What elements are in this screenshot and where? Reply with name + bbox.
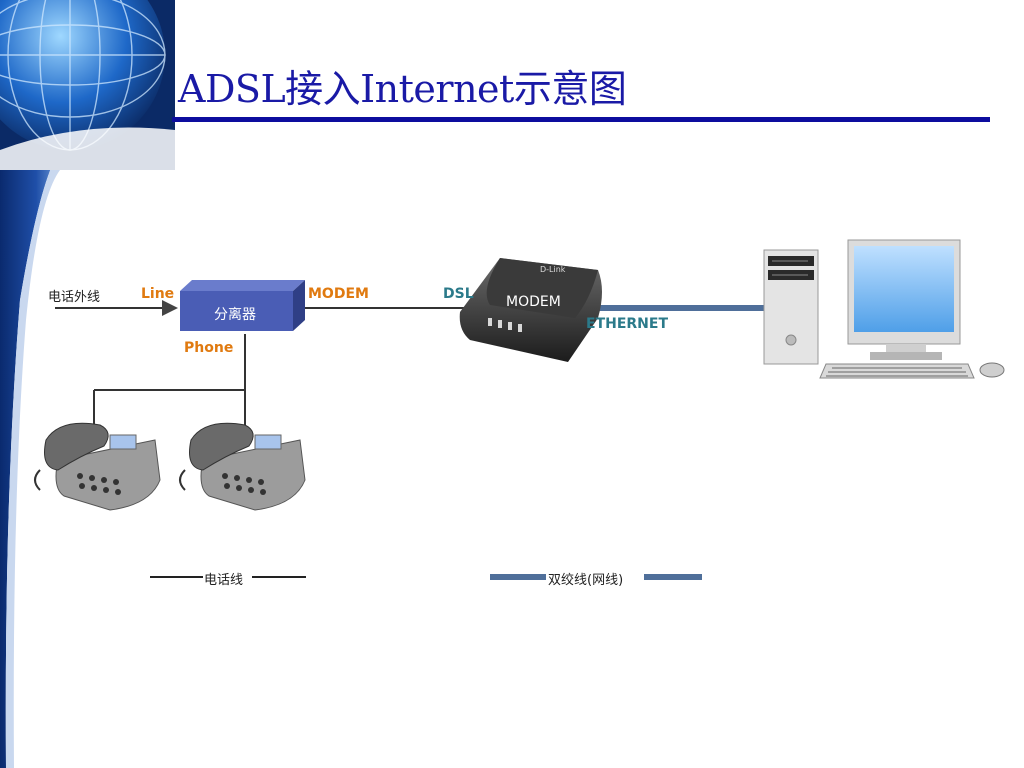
slide-title: ADSL接入Internet示意图 <box>178 67 627 111</box>
phone-wires <box>55 300 468 440</box>
ethernet-label: ETHERNET <box>586 316 669 332</box>
splitter-phone-port-label: Phone <box>184 340 234 356</box>
legend-twisted-pair-label: 双绞线(网线) <box>548 573 624 588</box>
globe-icon <box>0 0 175 170</box>
ethernet-cable <box>598 305 764 311</box>
mouse-icon <box>979 362 1005 378</box>
monitor-icon <box>847 239 961 360</box>
modem-icon: D-Link <box>459 258 602 362</box>
splitter-label: 分离器 <box>214 307 256 323</box>
legend-phone-line-label: 电话线 <box>204 573 244 588</box>
keyboard-icon <box>819 363 975 379</box>
splitter-line-port-label: Line <box>141 286 175 302</box>
modem-label: MODEM <box>506 294 561 310</box>
pc-tower-icon <box>763 249 819 365</box>
splitter-box <box>180 280 305 331</box>
telephone-icon <box>34 422 161 511</box>
sidebar-band <box>0 150 60 768</box>
legend-twisted-pair-sample <box>490 574 702 580</box>
svg-text:D-Link: D-Link <box>540 265 566 274</box>
splitter-modem-port-label: MODEM <box>308 286 369 302</box>
modem-dsl-port-label: DSL <box>443 286 474 302</box>
title-underline <box>172 117 990 122</box>
outside-line-label: 电话外线 <box>48 290 101 305</box>
telephone-icon <box>179 422 306 511</box>
